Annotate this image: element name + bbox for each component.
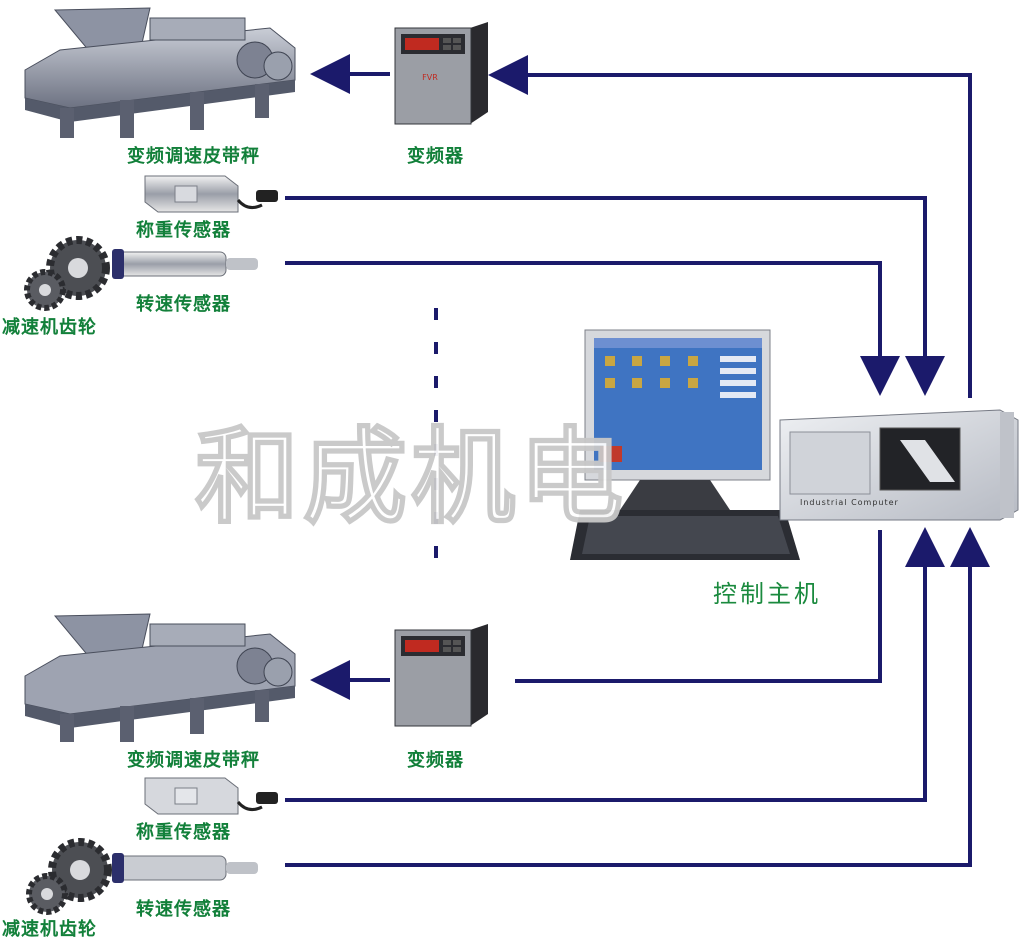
top-gear-image: [24, 236, 110, 311]
top-gear-label: 减速机齿轮: [2, 317, 97, 338]
line-bottom-speedsensor-to-host: [285, 527, 990, 867]
top-inverter-label: 变频器: [407, 146, 464, 167]
line-top-speedsensor-to-host: [285, 261, 900, 396]
bottom-conveyor-label: 变频调速皮带秤: [127, 750, 260, 771]
bottom-gear-image: [26, 838, 112, 915]
industrial-computer-image: [779, 409, 1019, 521]
monitor-image: [570, 329, 800, 560]
top-inverter-image: FVR: [394, 22, 488, 125]
controller-label: 控制主机: [713, 580, 821, 608]
bottom-speed-sensor-label: 转速传感器: [136, 899, 231, 920]
bottom-belt-scale-image: [24, 613, 296, 742]
top-conveyor-label: 变频调速皮带秤: [127, 146, 260, 167]
watermark-text: 和成机电: [194, 414, 628, 539]
svg-text:FVR: FVR: [422, 73, 438, 82]
bottom-inverter-label: 变频器: [407, 750, 464, 771]
bottom-inverter-image: [394, 624, 488, 727]
top-speed-sensor-image: [112, 249, 258, 279]
top-speed-sensor-label: 转速传感器: [136, 294, 231, 315]
line-top-loadcell-to-host: [285, 196, 945, 396]
bottom-load-cell-label: 称重传感器: [136, 822, 231, 843]
line-host-to-top-inverter: [488, 55, 972, 398]
top-load-cell-label: 称重传感器: [136, 220, 231, 241]
bottom-speed-sensor-image: [112, 853, 258, 883]
line-host-to-bottom-inverter: [515, 530, 882, 683]
connection-lines: [285, 54, 990, 867]
bottom-gear-label: 减速机齿轮: [2, 919, 97, 940]
top-belt-scale-image: [24, 7, 296, 138]
line-bottom-loadcell-to-host: [285, 527, 945, 802]
top-load-cell-image: [144, 175, 278, 213]
computer-plate: Industrial Computer: [800, 498, 899, 507]
bottom-load-cell-image: [144, 777, 278, 815]
